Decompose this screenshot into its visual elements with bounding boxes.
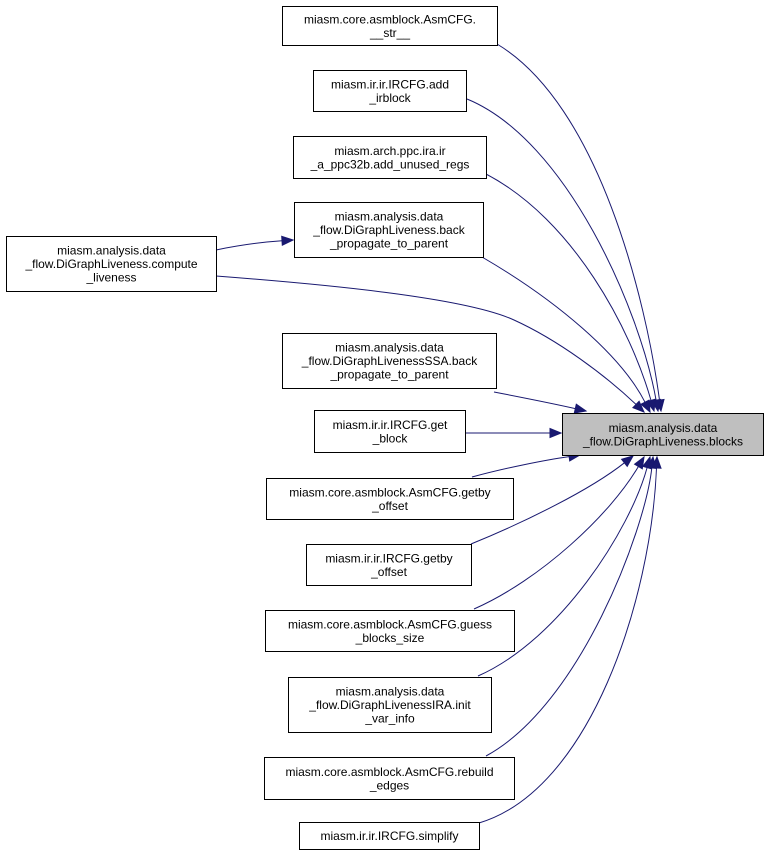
node-label-line: _offset	[371, 499, 408, 513]
node-label-line: miasm.analysis.data	[336, 685, 445, 699]
node-box	[265, 610, 515, 652]
node-label-line: miasm.analysis.data	[335, 341, 444, 355]
node-label-line: miasm.analysis.data	[609, 421, 718, 435]
node-label-line: miasm.analysis.data	[335, 210, 444, 224]
edge-digraphliveness-back-propagate-to-blocks	[481, 256, 651, 414]
node-label-line: _flow.DiGraphLivenessSSA.back	[301, 354, 478, 368]
node-box	[294, 202, 484, 258]
node-digraphlivenessssa-back-propagate[interactable]: miasm.analysis.data_flow.DiGraphLiveness…	[282, 333, 497, 389]
node-box	[562, 413, 764, 456]
node-label-line: _flow.DiGraphLiveness.blocks	[582, 434, 743, 448]
node-ircfg-getby-offset[interactable]: miasm.ir.ir.IRCFG.getby_offset	[306, 544, 472, 586]
edge-line	[466, 98, 657, 401]
node-label-line: miasm.ir.ir.IRCFG.add	[331, 77, 449, 91]
edge-asmcfg-str-to-blocks	[496, 43, 665, 413]
arrowhead-icon	[640, 399, 651, 414]
edge-line	[481, 256, 646, 403]
node-label-line: _block	[372, 431, 409, 445]
node-digraphlivenessira-init-var-info[interactable]: miasm.analysis.data_flow.DiGraphLiveness…	[288, 677, 492, 733]
node-label-line: _propagate_to_parent	[329, 237, 449, 251]
node-label-line: miasm.core.asmblock.AsmCFG.getby	[289, 485, 490, 499]
arrowhead-icon	[549, 427, 563, 439]
node-label-line: _blocks_size	[355, 631, 425, 645]
edge-digraphliveness-compute-liveness-to-digraphliveness-back-propagate	[215, 235, 295, 251]
edge-line	[215, 275, 637, 405]
node-label-line: __str__	[369, 26, 410, 40]
node-label-line: _offset	[370, 565, 407, 579]
node-box	[314, 410, 466, 453]
edge-line	[477, 467, 648, 677]
node-asmcfg-guess-blocks-size[interactable]: miasm.core.asmblock.AsmCFG.guess_blocks_…	[265, 610, 515, 652]
node-asmcfg-getby-offset[interactable]: miasm.core.asmblock.AsmCFG.getby_offset	[266, 478, 514, 520]
node-box	[264, 757, 515, 800]
node-selected-blocks[interactable]: miasm.analysis.data_flow.DiGraphLiveness…	[562, 413, 764, 456]
node-box	[293, 136, 487, 179]
node-label-line: miasm.ir.ir.IRCFG.simplify	[321, 829, 459, 843]
arrowhead-icon	[651, 455, 662, 469]
node-label-line: _var_info	[364, 712, 415, 726]
node-label-line: miasm.analysis.data	[57, 244, 166, 258]
node-asmcfg-rebuild-edges[interactable]: miasm.core.asmblock.AsmCFG.rebuild_edges	[264, 757, 515, 800]
edge-line	[473, 466, 639, 610]
node-label-line: _a_ppc32b.add_unused_regs	[310, 157, 470, 171]
node-label-line: miasm.core.asmblock.AsmCFG.	[304, 12, 476, 26]
node-ircfg-add-irblock[interactable]: miasm.ir.ir.IRCFG.add_irblock	[313, 70, 467, 112]
edge-ircfg-get-block-to-blocks	[465, 427, 563, 439]
node-label-line: miasm.core.asmblock.AsmCFG.rebuild	[285, 765, 493, 779]
node-ircfg-simplify[interactable]: miasm.ir.ir.IRCFG.simplify	[299, 822, 480, 850]
node-box	[288, 677, 492, 733]
edge-ircfg-simplify-to-blocks	[478, 455, 662, 824]
edge-line	[470, 462, 625, 545]
node-ira-ppc32b-add-unused-regs[interactable]: miasm.arch.ppc.ira.ir_a_ppc32b.add_unuse…	[293, 136, 487, 179]
node-label-line: _flow.DiGraphLiveness.compute	[24, 257, 197, 271]
node-asmcfg-str[interactable]: miasm.core.asmblock.AsmCFG.__str__	[282, 6, 498, 46]
edges-layer	[215, 43, 665, 824]
node-box	[306, 544, 472, 586]
node-label-line: miasm.ir.ir.IRCFG.get	[333, 418, 448, 432]
arrowhead-icon	[632, 400, 645, 413]
edge-line	[485, 467, 653, 757]
node-label-line: _flow.DiGraphLivenessIRA.init	[308, 698, 471, 712]
node-label-line: miasm.arch.ppc.ira.ir	[334, 144, 445, 158]
edge-line	[478, 467, 657, 824]
arrowhead-icon	[281, 235, 295, 246]
arrowhead-icon	[620, 455, 635, 468]
edge-ira-ppc32b-add-unused-regs-to-blocks	[485, 173, 656, 413]
edge-digraphlivenessssa-back-propagate-to-blocks	[493, 391, 588, 414]
edge-asmcfg-guess-blocks-size-to-blocks	[473, 455, 645, 610]
node-box	[282, 6, 498, 46]
arrowhead-icon	[633, 455, 645, 470]
edge-line	[471, 456, 570, 478]
edge-line	[496, 43, 660, 401]
node-label-line: _irblock	[368, 91, 411, 105]
node-box	[313, 70, 467, 112]
edge-line	[215, 240, 283, 251]
node-digraphliveness-compute-liveness[interactable]: miasm.analysis.data_flow.DiGraphLiveness…	[6, 236, 217, 292]
edge-ircfg-getby-offset-to-blocks	[470, 455, 635, 545]
nodes-layer: miasm.core.asmblock.AsmCFG.__str__miasm.…	[6, 6, 764, 850]
edge-line	[493, 391, 576, 410]
node-box	[6, 236, 217, 292]
node-box	[282, 333, 497, 389]
edge-line	[485, 173, 652, 401]
edge-digraphliveness-compute-liveness-to-blocks	[215, 275, 645, 413]
node-label-line: _liveness	[85, 271, 136, 285]
node-label-line: _propagate_to_parent	[329, 368, 449, 382]
node-box	[266, 478, 514, 520]
node-label-line: _edges	[369, 778, 409, 792]
node-label-line: _flow.DiGraphLiveness.back	[312, 223, 465, 237]
node-label-line: miasm.ir.ir.IRCFG.getby	[325, 551, 452, 565]
node-label-line: miasm.core.asmblock.AsmCFG.guess	[288, 617, 492, 631]
node-box	[299, 822, 480, 850]
node-digraphliveness-back-propagate[interactable]: miasm.analysis.data_flow.DiGraphLiveness…	[294, 202, 484, 258]
arrowhead-icon	[573, 403, 588, 414]
node-ircfg-get-block[interactable]: miasm.ir.ir.IRCFG.get_block	[314, 410, 466, 453]
